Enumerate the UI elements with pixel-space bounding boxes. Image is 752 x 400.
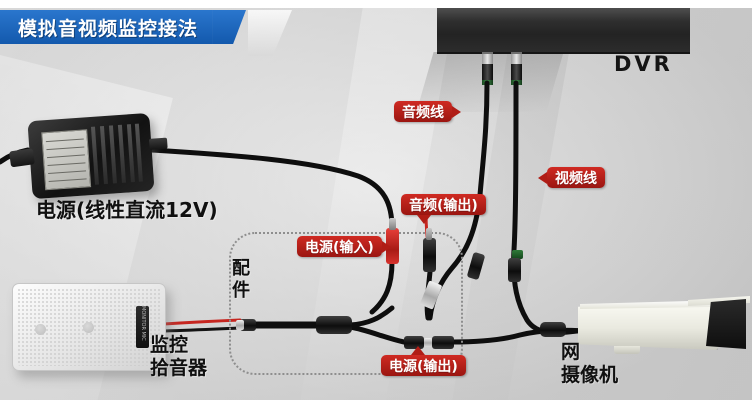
mic-pair-ferrule — [236, 320, 244, 330]
mic-pair-black-path — [162, 326, 242, 333]
microphone-label: 监控 拾音器 — [150, 334, 207, 380]
accessory-branch-upper-path — [347, 305, 395, 328]
bnc-ferrule — [482, 52, 493, 64]
dvr-label: DVR — [614, 52, 673, 76]
callout-audio-cable: 音频线 — [394, 101, 461, 122]
bnc-barrel — [511, 64, 522, 80]
accessory-zone-label: 配件 — [232, 258, 250, 301]
camera-sunshade-front — [688, 296, 750, 306]
psu-output-cable-path — [149, 147, 395, 231]
power-to-camera-path — [449, 327, 588, 345]
bnc-barrel — [482, 64, 493, 80]
pickup-microphone: MONITOR MIC — [12, 283, 166, 371]
mic-hole — [83, 322, 94, 333]
callout-audio-output: 音频(输出) — [401, 194, 486, 224]
callout-audio-output-text: 音频(输出) — [409, 197, 478, 214]
power-output-plug-female — [432, 336, 454, 349]
mic-plate-text: MONITOR MIC — [140, 306, 146, 341]
callout-power-input: 电源(输入) — [297, 236, 391, 257]
top-white-strip — [0, 0, 752, 8]
psu-ac-prong — [8, 148, 35, 168]
psu-dc-outlet — [148, 137, 168, 150]
callout-power-input-text: 电源(输入) — [305, 239, 374, 256]
callout-video-cable-text: 视频线 — [555, 170, 597, 187]
callout-pointer-icon — [417, 215, 431, 224]
page-title: 模拟音视频监控接法 — [18, 17, 199, 40]
microphone-label-line1: 监控 — [150, 334, 189, 356]
dc-input-red-path — [369, 259, 395, 315]
callout-pointer-icon — [411, 346, 425, 355]
camera-label-line1: 网 — [561, 341, 581, 363]
microphone-label-line2: 拾音器 — [150, 357, 208, 379]
video-connector-barrel — [508, 258, 521, 282]
dc-power-input-tip — [389, 218, 396, 230]
cable-splitter-body — [316, 316, 352, 334]
callout-audio-cable-text: 音频线 — [402, 104, 444, 121]
audio-jack-tip — [426, 228, 432, 240]
psu-fin-ridges — [90, 123, 143, 185]
mic-hole — [35, 324, 46, 335]
camera-label-line2: 摄像机 — [561, 364, 619, 386]
power-adapter — [8, 112, 168, 200]
accessory-branch-lower-path — [347, 324, 407, 345]
psu-label-sticker — [41, 129, 92, 191]
power-adapter-label: 电源(线性直流12V) — [36, 198, 218, 222]
callout-power-output: 电源(输出) — [381, 346, 466, 376]
bnc-ferrule — [511, 52, 522, 64]
mic-pair-red-path — [162, 318, 242, 326]
dc-power-input-plug — [386, 228, 399, 264]
audio-jack-plug — [423, 238, 436, 272]
camera-housing — [578, 302, 718, 350]
dvr-gloss — [437, 8, 690, 21]
video-cable-path — [511, 80, 588, 336]
mic-pair-connector — [240, 319, 256, 331]
camera-lens-face — [706, 299, 746, 349]
callout-video-cable: 视频线 — [538, 167, 605, 188]
camera-tail-connector — [540, 322, 566, 337]
dvr-unit — [437, 8, 690, 54]
ribbon-body: 模拟音视频监控接法 — [0, 10, 213, 44]
camera-mount-bracket — [614, 346, 640, 354]
mic-brand-plate: MONITOR MIC — [136, 306, 149, 348]
callout-pointer-icon — [452, 106, 461, 118]
callout-pointer-icon — [538, 172, 547, 184]
power-output-plug-male — [404, 336, 424, 349]
network-camera — [578, 296, 752, 354]
title-ribbon: 模拟音视频监控接法 — [0, 10, 247, 44]
video-connector-ring — [512, 250, 523, 259]
camera-sunshade — [580, 300, 728, 309]
accessory-zone-outline — [229, 232, 463, 375]
callout-power-output-text: 电源(输出) — [389, 358, 458, 375]
power-output-ferrule — [424, 338, 432, 347]
callout-pointer-icon — [381, 241, 391, 253]
camera-label: 网 摄像机 — [561, 341, 618, 387]
